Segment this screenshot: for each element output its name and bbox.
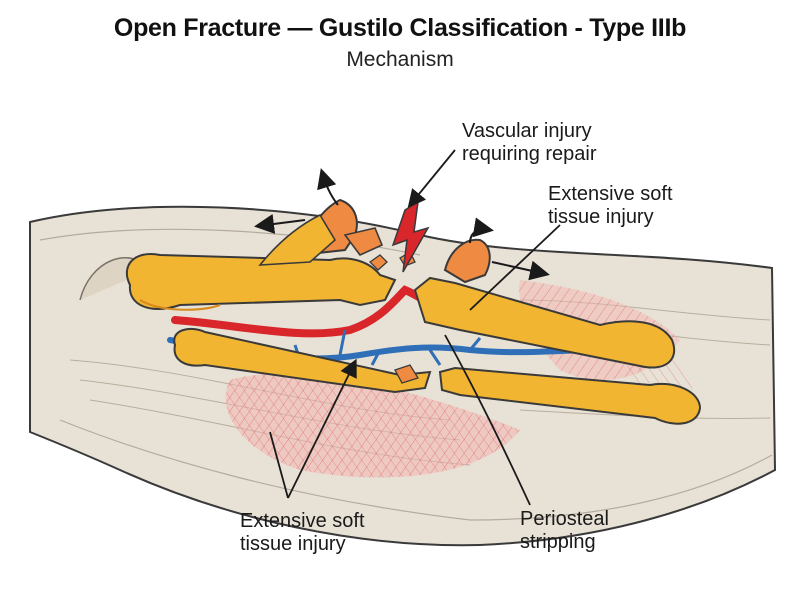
leader-soft-tissue-bottom-b xyxy=(287,358,357,499)
leader-periosteal xyxy=(444,334,531,506)
distal-bone-lower xyxy=(438,366,702,425)
arrow-left xyxy=(254,214,306,234)
leader-vascular xyxy=(407,149,456,208)
distal-fragment xyxy=(443,238,491,284)
label-soft-tissue-bottom: Extensive soft tissue injury xyxy=(240,510,365,555)
arrow-up-curved xyxy=(317,168,339,206)
arrow-right xyxy=(491,260,550,281)
leader-soft-tissue-bottom-a xyxy=(269,431,289,499)
proximal-bone-main xyxy=(125,253,397,310)
leader-soft-tissue-top xyxy=(469,224,561,311)
diagram-subtitle: Mechanism xyxy=(346,48,454,71)
label-vascular-injury: Vascular injury requiring repair xyxy=(462,120,597,165)
proximal-bone-lower xyxy=(173,327,432,394)
label-periosteal-stripping: Periosteal stripping xyxy=(520,508,609,553)
diagram-title: Open Fracture — Gustilo Classification -… xyxy=(113,14,687,42)
label-soft-tissue-top: Extensive soft tissue injury xyxy=(548,183,673,228)
